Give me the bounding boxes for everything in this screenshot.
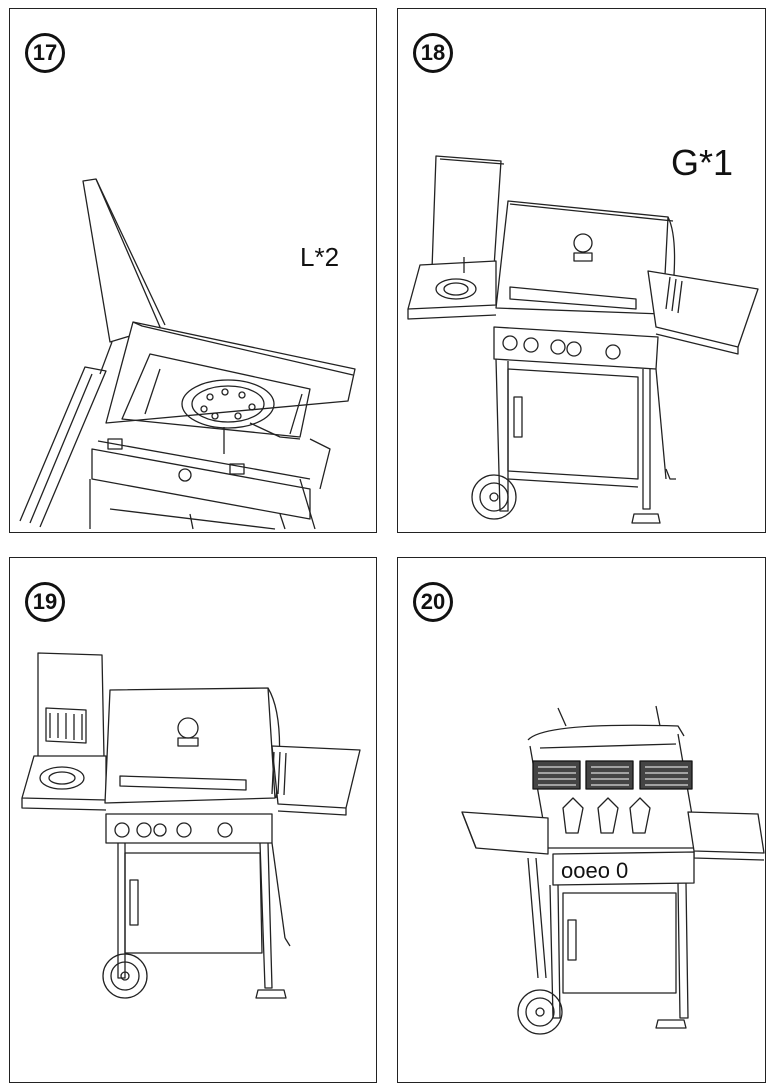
step-number-19: 19 [25,582,65,622]
cooking-grate-left [533,761,580,789]
step-number-18: 18 [413,33,453,73]
step-17-panel: 17 L*2 [9,8,377,533]
knob-row-glyphs: ooeo 0 [561,858,628,883]
step-20-panel: 20 ooeo 0 [397,557,766,1083]
step-20-illustration: ooeo 0 [398,558,766,1083]
step-18-illustration [398,9,766,533]
step-17-illustration [10,9,377,533]
step-18-panel: 18 G*1 [397,8,766,533]
cooking-grate-right [640,761,692,789]
part-label-17: L*2 [300,242,340,272]
step-number-20: 20 [413,582,453,622]
step-number-17: 17 [25,33,65,73]
step-19-panel: 19 [9,557,377,1083]
part-label-18: G*1 [671,142,734,183]
step-19-illustration [10,558,377,1083]
cooking-grate-middle [586,761,633,789]
